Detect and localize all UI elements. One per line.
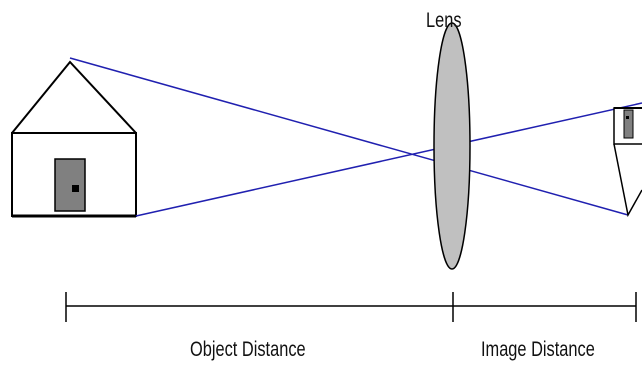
light-rays <box>69 57 642 217</box>
lens-label: Lens <box>426 9 462 32</box>
distance-scale <box>65 292 637 322</box>
house-doorknob <box>72 185 79 192</box>
house-door <box>54 158 86 212</box>
object-house <box>11 60 137 218</box>
ray-bottom-to-image-top <box>135 102 642 217</box>
image-house-door <box>623 109 634 139</box>
lens-shape <box>433 22 471 270</box>
image-distance-label: Image Distance <box>481 338 595 361</box>
image-doorknob <box>626 116 629 119</box>
ray-top-to-image-bottom <box>69 57 629 216</box>
house-roof <box>11 60 137 134</box>
object-distance-label: Object Distance <box>190 338 306 361</box>
image-house-roof <box>613 143 642 218</box>
image-inverted-house <box>613 107 642 218</box>
